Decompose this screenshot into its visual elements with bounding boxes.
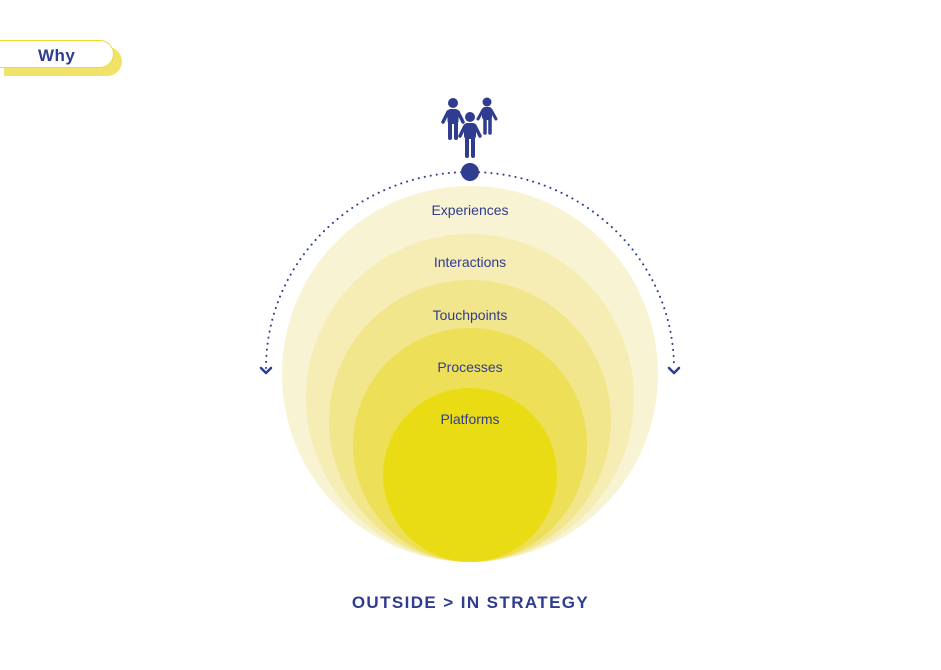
- strategy-title: OUTSIDE > IN STRATEGY: [351, 593, 590, 612]
- layer-label-platforms: Platforms: [440, 411, 499, 427]
- customer-dot: [461, 163, 479, 181]
- layer-circle-platforms: [383, 388, 557, 562]
- layer-label-experiences: Experiences: [431, 202, 508, 218]
- layer-label-touchpoints: Touchpoints: [433, 307, 508, 323]
- chevron-down-icon: [667, 366, 681, 375]
- people-group-icon: [441, 97, 498, 158]
- tag-box: [0, 40, 114, 68]
- why-tag: Why: [0, 40, 116, 68]
- chevron-down-icon: [259, 366, 273, 375]
- layer-label-processes: Processes: [437, 359, 502, 375]
- tag-label: Why: [38, 46, 76, 65]
- layer-label-interactions: Interactions: [434, 254, 506, 270]
